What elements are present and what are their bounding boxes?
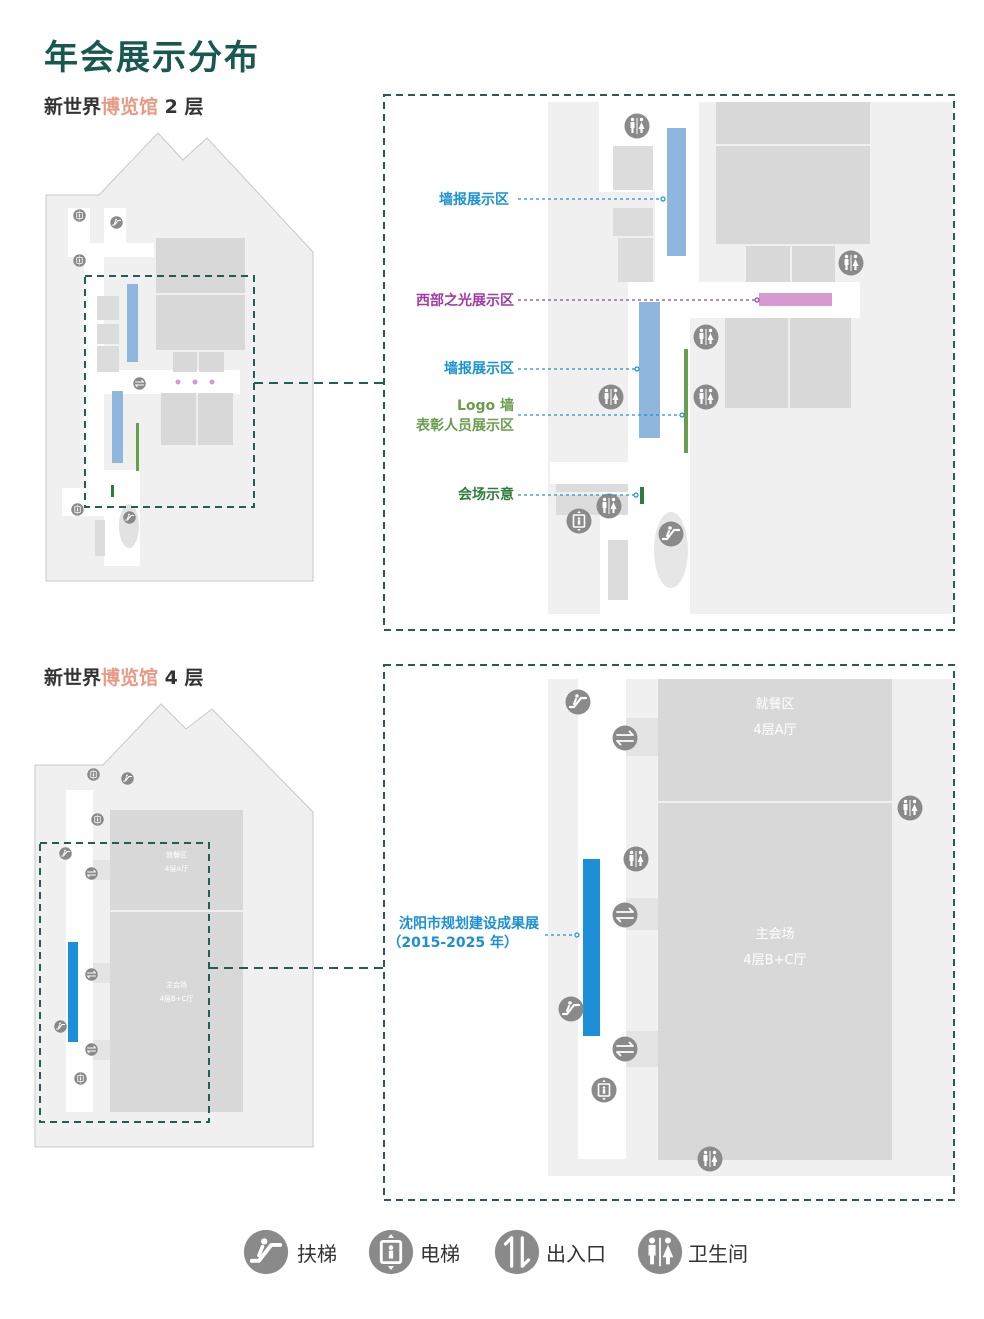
floor4-title-prefix: 新世界 bbox=[44, 667, 102, 689]
dining-hall-room: 4层A厅 bbox=[753, 723, 797, 738]
escalator-icon bbox=[565, 689, 591, 715]
logo-wall bbox=[684, 349, 688, 453]
legend-restroom-label: 卫生间 bbox=[688, 1242, 748, 1266]
entrance-icon bbox=[612, 1036, 638, 1062]
entrance-icon bbox=[612, 902, 638, 928]
elevator-icon bbox=[566, 508, 592, 534]
overview-dining-name: 就餐区 bbox=[166, 851, 187, 859]
restroom-icon bbox=[596, 493, 622, 519]
floor2-title-prefix: 新世界 bbox=[44, 96, 102, 118]
restroom-icon bbox=[598, 384, 624, 410]
floor4-title-highlight: 博览馆 bbox=[101, 667, 159, 689]
dining-hall-label: 就餐区 4层A厅 bbox=[658, 692, 892, 744]
floor2-title: 新世界博览馆 2 层 bbox=[44, 92, 204, 119]
label-wall-board-2: 墙报展示区 bbox=[444, 361, 514, 377]
restroom-icon bbox=[623, 846, 649, 872]
restroom-icon bbox=[897, 795, 923, 821]
label-west-light: 西部之光展示区 bbox=[416, 293, 514, 309]
dining-hall bbox=[658, 679, 892, 801]
wall-board-1 bbox=[667, 128, 686, 256]
restroom-icon bbox=[693, 384, 719, 410]
label-venue: 会场示意 bbox=[458, 487, 514, 503]
legend-escalator-label: 扶梯 bbox=[297, 1242, 337, 1266]
floor4-overview-map bbox=[34, 703, 314, 1148]
main-hall-label: 主会场 4层B+C厅 bbox=[658, 922, 892, 974]
floor2-detail-map bbox=[383, 94, 955, 631]
overview-main-room: 4层B+C厅 bbox=[159, 995, 194, 1003]
overview-main-name: 主会场 bbox=[166, 981, 187, 989]
label-honor-area: 表彰人员展示区 bbox=[416, 418, 514, 434]
overview-dining-room: 4层A厅 bbox=[164, 865, 189, 873]
escalator-icon bbox=[658, 521, 684, 547]
legend-elevator-label: 电梯 bbox=[420, 1242, 460, 1266]
restroom-icon bbox=[838, 250, 864, 276]
legend-entrance-label: 出入口 bbox=[546, 1242, 606, 1266]
restroom-icon bbox=[624, 113, 650, 139]
dining-hall-name: 就餐区 bbox=[755, 697, 795, 712]
label-logo-wall: Logo 墙 bbox=[456, 398, 514, 414]
venue-marker bbox=[640, 487, 644, 504]
planning-exhibit bbox=[583, 859, 600, 1036]
floor4-title: 新世界博览馆 4 层 bbox=[44, 663, 204, 690]
floor2-title-suffix: 2 层 bbox=[164, 96, 204, 118]
overview-dining-label: 就餐区 4层A厅 bbox=[110, 848, 243, 876]
main-hall-name: 主会场 bbox=[755, 927, 795, 942]
floor2-overview-map bbox=[45, 132, 314, 582]
label-planning-years: （2015-2025 年） bbox=[387, 935, 518, 951]
floor4-title-suffix: 4 层 bbox=[164, 667, 204, 689]
floor2-title-highlight: 博览馆 bbox=[101, 96, 159, 118]
overview-main-label: 主会场 4层B+C厅 bbox=[110, 978, 243, 1006]
page-title: 年会展示分布 bbox=[44, 38, 260, 78]
main-hall-room: 4层B+C厅 bbox=[743, 953, 807, 968]
main-hall bbox=[658, 803, 892, 1160]
label-wall-board-1: 墙报展示区 bbox=[439, 192, 509, 208]
entrance-icon bbox=[612, 725, 638, 751]
elevator-icon bbox=[591, 1077, 617, 1103]
restroom-icon bbox=[697, 1146, 723, 1172]
wall-board-2 bbox=[639, 302, 660, 438]
restroom-icon bbox=[693, 324, 719, 350]
label-planning-exhibit: 沈阳市规划建设成果展 bbox=[399, 916, 539, 932]
escalator-icon bbox=[558, 996, 584, 1022]
west-light-area bbox=[759, 293, 832, 306]
floor4-detail-map bbox=[383, 664, 955, 1201]
